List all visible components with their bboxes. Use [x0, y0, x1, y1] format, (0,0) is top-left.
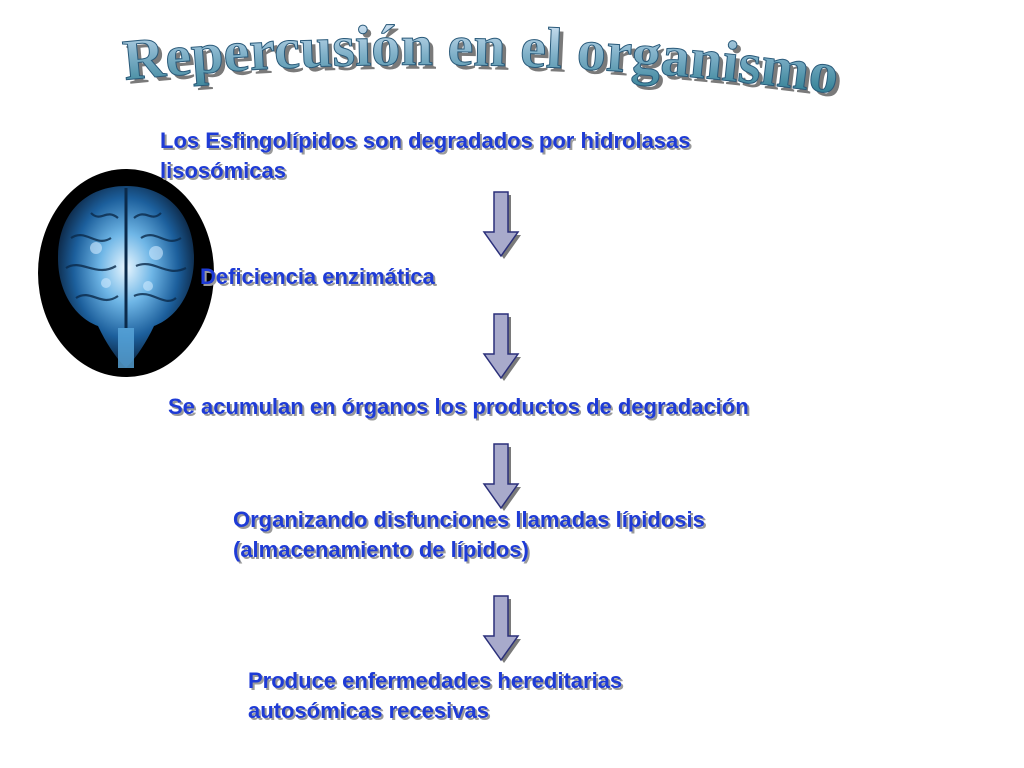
- step-5-line-2: autosómicas recesivas: [248, 698, 489, 723]
- step-5-line-1: Produce enfermedades hereditarias: [248, 668, 623, 693]
- step-2-line-1: Deficiencia enzimática: [200, 264, 435, 289]
- step-3-line-1: Se acumulan en órganos los productos de …: [168, 394, 749, 419]
- brain-icon: [38, 169, 214, 377]
- step-4-text: Organizando disfunciones llamadas lípido…: [233, 505, 705, 565]
- down-arrow-icon: [482, 595, 521, 663]
- step-4-line-1: Organizando disfunciones llamadas lípido…: [233, 507, 705, 532]
- down-arrow-icon: [482, 443, 521, 511]
- step-5-text: Produce enfermedades hereditarias autosó…: [248, 666, 622, 726]
- step-1-line-2: lisosómicas: [160, 158, 286, 183]
- slide-title: Repercusión en el organismo Repercusión …: [120, 12, 847, 110]
- step-2-text: Deficiencia enzimática: [200, 262, 435, 292]
- svg-text:Repercusión en el organismo: Repercusión en el organismo: [120, 13, 843, 107]
- title-text: Repercusión en el organismo: [120, 12, 844, 107]
- step-1-text: Los Esfingolípidos son degradados por hi…: [160, 126, 691, 186]
- down-arrow-icon: [482, 191, 521, 259]
- down-arrow-icon: [482, 313, 521, 381]
- step-4-line-2: (almacenamiento de lípidos): [233, 537, 529, 562]
- step-3-text: Se acumulan en órganos los productos de …: [168, 392, 749, 422]
- step-1-line-1: Los Esfingolípidos son degradados por hi…: [160, 128, 691, 153]
